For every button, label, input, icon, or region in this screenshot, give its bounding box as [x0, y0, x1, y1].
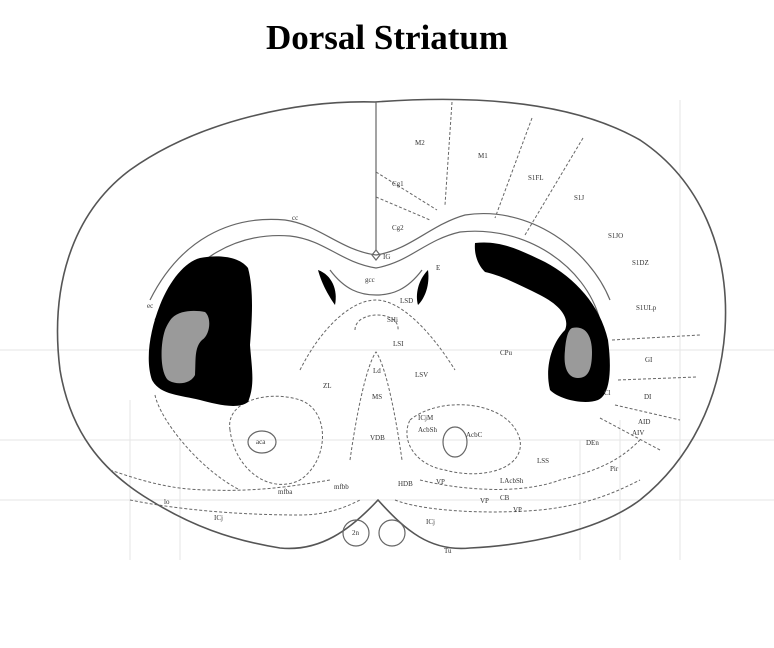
label-AID: AID	[638, 418, 650, 426]
label-MS: MS	[372, 393, 382, 401]
label-S1J: S1J	[574, 194, 584, 202]
optic-nerve-right	[378, 519, 406, 547]
label-S1DZ: S1DZ	[632, 259, 649, 267]
right-lateral-ventricle	[416, 270, 429, 305]
aca-right	[442, 426, 468, 458]
region-labels: M2 M1 Cg1 Cg2 S1FL S1J S1JO S1DZ S1ULp G…	[147, 139, 657, 555]
figure-title: Dorsal Striatum	[265, 18, 509, 57]
background-grid	[0, 100, 774, 560]
left-lateral-ventricle	[318, 270, 336, 305]
label-VDB: VDB	[370, 434, 385, 442]
label-Cl: Cl	[604, 389, 611, 397]
label-LSS: LSS	[537, 457, 549, 465]
corpus-callosum-upper	[149, 213, 611, 301]
aca-left	[247, 430, 277, 454]
label-Cg2: Cg2	[392, 224, 404, 232]
label-mfba: mfba	[278, 488, 293, 496]
label-DEn: DEn	[586, 439, 599, 447]
label-M2: M2	[415, 139, 425, 147]
label-cc: cc	[292, 214, 298, 222]
label-AIV: AIV	[632, 429, 644, 437]
brain-outline	[56, 98, 727, 550]
label-aca: aca	[256, 438, 266, 446]
label-LSV: LSV	[415, 371, 428, 379]
label-AcbSh: AcbSh	[418, 426, 438, 434]
label-Ld: Ld	[373, 367, 381, 375]
ig-marker	[371, 249, 381, 261]
label-GI: GI	[645, 356, 653, 364]
label-AcbC: AcbC	[466, 431, 483, 439]
label-Pir: Pir	[610, 465, 619, 473]
label-ICj-right: ICj	[426, 518, 435, 526]
label-S1JO: S1JO	[608, 232, 623, 240]
lesion-right-min	[564, 327, 592, 378]
gcc-region	[329, 269, 423, 296]
label-S1FL: S1FL	[528, 174, 544, 182]
label-lo: lo	[164, 498, 170, 506]
label-gcc: gcc	[365, 276, 375, 284]
label-VP: VP	[436, 478, 445, 486]
label-HDB: HDB	[398, 480, 413, 488]
label-LAcbSh: LAcbSh	[500, 477, 524, 485]
corpus-callosum-lower	[154, 230, 601, 321]
label-ICjM: ICjM	[418, 414, 434, 422]
label-VP-3: VP	[513, 506, 522, 514]
label-S1ULp: S1ULp	[636, 304, 657, 312]
label-ec: ec	[147, 302, 153, 310]
label-CPu: CPu	[500, 349, 513, 357]
label-M1: M1	[478, 152, 488, 160]
label-E: E	[436, 264, 440, 272]
label-LSD: LSD	[400, 297, 413, 305]
label-ZL: ZL	[323, 382, 332, 390]
label-LSI: LSI	[393, 340, 404, 348]
label-VP-2: VP	[480, 497, 489, 505]
label-2n: 2n	[352, 529, 360, 537]
label-CB: CB	[500, 494, 510, 502]
label-DI: DI	[644, 393, 652, 401]
label-Cg1: Cg1	[392, 180, 404, 188]
label-IG: IG	[383, 253, 390, 261]
label-Tu: Tu	[444, 547, 452, 555]
lesion-left-min	[161, 310, 210, 384]
label-SHi: SHi	[387, 316, 398, 324]
label-ICj: ICj	[214, 514, 223, 522]
label-mfbb: mfbb	[334, 483, 349, 491]
optic-nerve-left	[342, 519, 370, 547]
